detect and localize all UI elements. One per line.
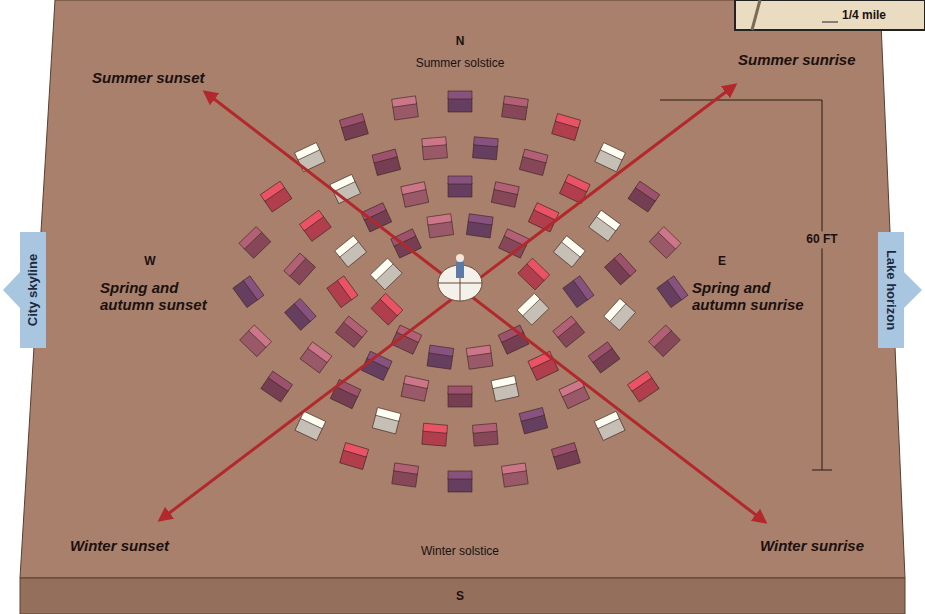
stone-block (372, 149, 401, 175)
stone-block (284, 253, 316, 285)
stone-block (472, 423, 498, 446)
stone-block (339, 114, 368, 141)
stone-block (553, 236, 585, 267)
stone-block (391, 325, 422, 354)
event-label: Winter sunset (70, 538, 169, 555)
stone-blocks (233, 91, 688, 492)
stone-block (491, 182, 519, 208)
stone-block (552, 114, 581, 141)
stone-block (427, 345, 454, 369)
stone-block (335, 236, 367, 267)
direction-label: City skyline (26, 254, 40, 326)
stone-block (427, 214, 454, 238)
event-label: Spring and autumn sunset (100, 280, 212, 313)
stone-block (594, 411, 625, 440)
stone-block (628, 181, 660, 212)
stone-block (649, 227, 681, 259)
stone-block (361, 203, 392, 232)
scale-label: 1/4 mile (842, 9, 886, 22)
stone-block (528, 203, 559, 232)
stone-block (657, 276, 688, 308)
stone-block (260, 181, 292, 212)
stone-block (371, 293, 403, 325)
stone-block (589, 210, 621, 241)
stone-block (240, 325, 272, 357)
stone-block (528, 351, 559, 380)
dimension-line (660, 100, 832, 470)
stone-block (335, 316, 367, 347)
stone-block (595, 143, 626, 172)
stone-block (627, 371, 659, 402)
stone-block (401, 376, 429, 402)
stone-block (563, 276, 594, 308)
stone-block (448, 386, 472, 407)
stone-block (491, 376, 519, 402)
direction-label: Lake horizon (884, 250, 898, 330)
stone-block (285, 298, 317, 330)
stone-block (502, 96, 529, 120)
stone-block (422, 423, 448, 446)
sun-arrow (205, 92, 765, 522)
stone-block (299, 210, 331, 241)
stone-block (448, 176, 472, 197)
platform-front (20, 578, 905, 614)
stone-block (370, 258, 402, 290)
direction-arrow (3, 232, 922, 348)
person-figure (456, 254, 464, 278)
event-label: Summer sunrise (738, 52, 856, 69)
stone-block (295, 143, 326, 172)
stone-block (501, 463, 528, 487)
platform-top (20, 0, 905, 578)
stone-block (239, 227, 271, 259)
stone-block (300, 342, 332, 373)
event-label: Summer sunset (92, 70, 205, 87)
dimension-label: 60 FT (805, 231, 838, 248)
stone-block (519, 149, 548, 175)
stone-block (553, 316, 585, 347)
stone-block (448, 91, 472, 112)
stone-block (401, 182, 429, 208)
solstice-label: Winter solstice (421, 545, 499, 558)
stone-block (649, 325, 681, 357)
stone-block (473, 137, 499, 160)
stone-block (392, 463, 419, 487)
stone-block (392, 96, 419, 120)
stone-block (517, 293, 549, 325)
stone-block (551, 443, 580, 470)
stone-block (518, 258, 550, 290)
solstice-label: Summer solstice (416, 57, 505, 70)
stone-block (372, 408, 401, 434)
compass-point: W (144, 255, 155, 268)
stone-block (340, 443, 369, 470)
stone-block (519, 408, 548, 434)
stone-block (327, 276, 358, 308)
inset-scale (822, 22, 838, 23)
compass-point: S (456, 590, 464, 603)
stone-block (605, 253, 637, 285)
stone-block (422, 137, 448, 160)
inset-map (735, 0, 925, 30)
inset-road (752, 0, 760, 30)
compass-point: N (456, 35, 465, 48)
stone-block (448, 471, 472, 492)
stone-block (261, 371, 293, 402)
stone-block (330, 379, 361, 408)
event-label: Winter sunrise (760, 538, 864, 555)
stone-block (466, 345, 493, 369)
sun-arrow (160, 85, 735, 520)
stone-block (604, 298, 636, 330)
compass-point: E (718, 255, 726, 268)
stone-block (466, 214, 493, 238)
event-label: Spring and autumn sunrise (692, 280, 810, 313)
stone-block (588, 342, 620, 373)
stone-block (233, 276, 264, 308)
